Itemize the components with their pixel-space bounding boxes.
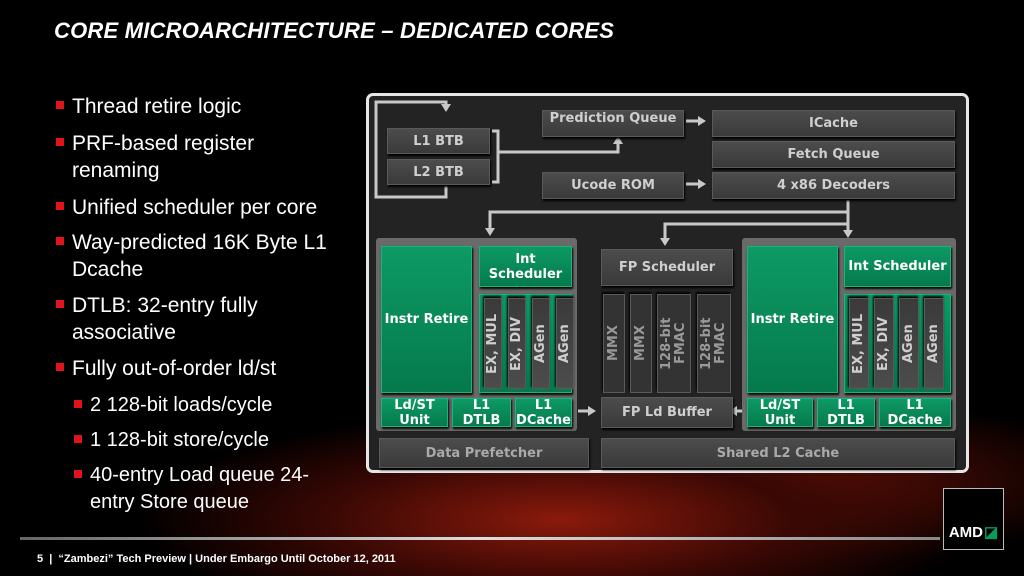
agen-unit: AGen — [556, 298, 574, 389]
bullet-marker — [74, 470, 82, 478]
fp-scheduler-block: FP Scheduler — [601, 249, 733, 286]
amd-arrow-icon: ◪ — [983, 524, 999, 541]
sub-bullet: 2 128-bit loads/cycle — [74, 392, 273, 419]
decoders-block: 4 x86 Decoders — [712, 172, 955, 199]
bullet-text: 1 128-bit store/cycle — [90, 429, 269, 451]
sub-bullet: 40-entry Load queue 24-entry Store queue — [74, 462, 315, 516]
amd-logo: AMD◪ — [943, 488, 1004, 550]
l1-dcache-block: L1 DCache — [515, 397, 572, 428]
ucode-rom-block: Ucode ROM — [542, 172, 684, 199]
l2-btb-block: L2 BTB — [387, 159, 490, 185]
bullet-text: DTLB: 32-entry fully associative — [72, 294, 258, 344]
bullet-marker — [56, 363, 64, 371]
bullet-text: Way-predicted 16K Byte L1 Dcache — [72, 231, 327, 281]
bullet-marker — [56, 202, 64, 210]
footer-divider — [20, 537, 940, 540]
bullet-marker — [74, 400, 82, 408]
bullet-marker — [56, 138, 64, 146]
bullet-marker — [56, 300, 64, 308]
bullet-marker — [56, 237, 64, 245]
l1-dtlb-block: L1 DTLB — [452, 398, 511, 428]
bullet-text: Unified scheduler per core — [72, 196, 318, 219]
agen-unit: AGen — [532, 298, 550, 389]
ex-div-unit: EX, DIV — [874, 298, 894, 389]
mmx-unit: MMX — [603, 294, 625, 393]
data-prefetcher-block: Data Prefetcher — [379, 438, 589, 468]
bullet-text: Fully out-of-order ld/st — [72, 357, 277, 380]
l1-dcache-block: L1 DCache — [879, 398, 951, 428]
agen-unit: AGen — [899, 298, 919, 389]
bullet: DTLB: 32-entry fully associative — [56, 292, 302, 346]
bullet-text: 40-entry Load queue 24-entry Store queue — [90, 464, 310, 513]
bullet-text: PRF-based register renaming — [72, 132, 255, 182]
fmac-unit: 128-bit FMAC — [697, 294, 731, 393]
ex-mul-unit: EX, MUL — [849, 298, 869, 389]
fp-ld-buffer-block: FP Ld Buffer — [601, 397, 733, 428]
int-scheduler-block: Int Scheduler — [479, 246, 572, 287]
footer-text: 5 | “Zambezi” Tech Preview | Under Embar… — [37, 553, 396, 565]
fmac-unit: 128-bit FMAC — [657, 294, 691, 393]
sub-bullet: 1 128-bit store/cycle — [74, 427, 269, 454]
bullet: Way-predicted 16K Byte L1 Dcache — [56, 229, 332, 283]
amd-logo-text: AMD — [948, 524, 983, 541]
bullet-text: 2 128-bit loads/cycle — [90, 394, 273, 416]
instr-retire-block: Instr Retire — [381, 246, 472, 393]
agen-unit: AGen — [924, 298, 944, 389]
bullet-marker — [56, 101, 64, 109]
fetch-queue-block: Fetch Queue — [712, 141, 955, 168]
mmx-unit: MMX — [630, 294, 652, 393]
ldst-unit-block: Ld/ST Unit — [747, 398, 813, 428]
bullet: Unified scheduler per core — [56, 194, 318, 221]
slide-title: CORE MICROARCHITECTURE – DEDICATED CORES — [54, 18, 615, 43]
bullet: Fully out-of-order ld/st — [56, 355, 277, 382]
l1-btb-block: L1 BTB — [387, 128, 490, 154]
bullet-text: Thread retire logic — [72, 95, 242, 118]
icache-block: ICache — [712, 110, 955, 137]
ldst-unit-block: Ld/ST Unit — [381, 398, 448, 428]
shared-l2-cache-block: Shared L2 Cache — [601, 438, 955, 468]
bullet: PRF-based register renaming — [56, 130, 292, 184]
prediction-queue-block: Prediction Queue — [542, 110, 684, 137]
bullet-marker — [74, 435, 82, 443]
instr-retire-block: Instr Retire — [747, 246, 838, 393]
ex-mul-unit: EX, MUL — [484, 298, 502, 389]
bullet: Thread retire logic — [56, 93, 242, 120]
int-scheduler-block: Int Scheduler — [844, 246, 951, 287]
l1-dtlb-block: L1 DTLB — [817, 398, 875, 428]
ex-div-unit: EX, DIV — [508, 298, 526, 389]
